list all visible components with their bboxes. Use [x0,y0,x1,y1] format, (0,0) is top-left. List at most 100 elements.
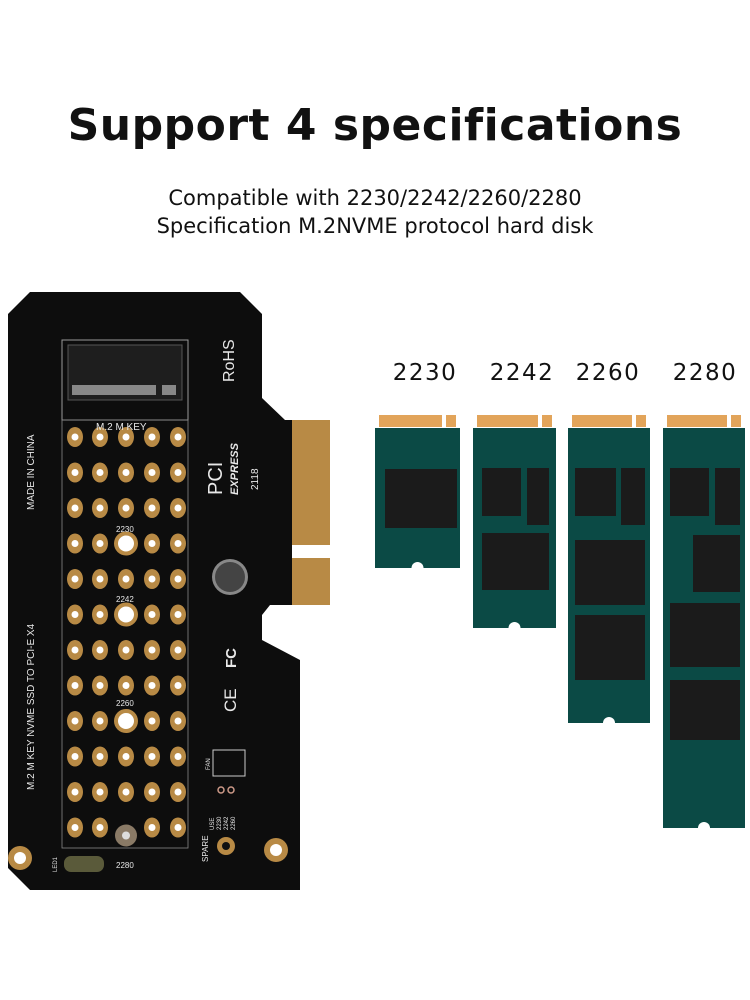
ssd-2260 [568,413,650,729]
pad-hole [96,575,104,583]
ssd-key-notch [442,413,446,431]
ssd-chip [575,615,645,680]
ssd-screw-notch [603,717,615,729]
pad-area-outline [61,419,189,849]
pad-hole [71,540,79,547]
pad-hole [174,611,182,618]
ssd-chip [575,468,616,516]
ssd-body [473,428,556,628]
pad-hole [71,717,79,725]
hole-label-2242: 2242 [116,595,134,604]
ce-mark: CE [221,688,240,712]
ssd-2230 [375,413,460,574]
pad-hole [71,469,79,476]
pad-hole [174,646,182,654]
ssd-2242 [473,413,556,634]
ssd-illustrations [375,413,745,834]
pad-hole [148,824,156,831]
ssd-chip [527,468,549,525]
spare-label: SPARE [201,835,210,862]
ssd-chip [482,468,521,516]
standoff-hole-center [118,713,134,729]
pad-hole [96,753,104,760]
spare-size-2242: 2242 [224,816,230,830]
pad-hole [71,646,79,654]
ssd-key-notch [632,413,636,431]
hole-label-2260: 2260 [116,699,134,708]
hole-label-2280: 2280 [116,861,134,870]
pad-hole [96,646,104,654]
size-label-2230: 2230 [392,360,458,386]
fan-header [212,749,246,777]
led [64,856,104,872]
product-name-text: M.2 M KEY NVME SSD TO PCI-E X4 [26,623,37,790]
size-label-2242: 2242 [489,360,555,386]
ssd-chip [670,468,709,516]
ssd-chip [385,469,457,528]
pad-hole [122,753,130,760]
date-code: 2118 [250,468,261,490]
ssd-contacts [379,415,456,427]
use-label: USE [210,818,216,830]
ssd-contacts [477,415,552,427]
pad-hole [148,540,156,547]
fan-pin-plus [227,786,235,794]
pad-hole [71,682,79,689]
key-label: M.2 M KEY [96,422,147,433]
fan-label: FAN [206,758,212,770]
ssd-screw-notch [411,562,424,574]
pad-hole [174,717,182,725]
pad-hole [148,788,156,796]
pad-hole [122,504,130,512]
pad-hole [174,575,182,583]
ssd-key-notch [538,413,542,431]
pad-hole [148,646,156,654]
fc-mark: FC [223,648,240,668]
standoff-screw-head [122,831,130,840]
ssd-chip [670,603,740,667]
pcie-adapter-board: M.2 M KEY MADE IN CHINA M.2 M KEY NVME S… [8,292,330,890]
pad-hole [122,682,130,689]
m2-slot-pins [72,385,156,395]
pad-hole [148,433,156,441]
m2-slot-pins-key [162,385,176,395]
page-title: Support 4 specifications [67,100,683,151]
pad-hole [71,788,79,796]
pad-hole [96,717,104,725]
pad-hole [71,753,79,760]
pci-logo: PCI [205,462,227,495]
ssd-key-notch [727,413,731,431]
pad-hole [174,682,182,689]
pad-hole [96,433,104,441]
pad-hole [96,824,104,831]
standoff-hole-center [118,535,134,552]
pad-hole [96,611,104,618]
pad-hole [148,469,156,476]
ssd-chip [715,468,740,525]
size-label-2280: 2280 [672,360,738,386]
pad-hole [71,433,79,441]
pad-hole [148,753,156,760]
pad-hole [71,611,79,618]
pad-hole [122,433,130,441]
spare-size-2230: 2230 [217,816,223,830]
fan-pin-minus [217,786,225,794]
express-logo: EXPRESS [229,442,241,495]
ssd-contacts [667,415,741,427]
pad-hole [71,504,79,512]
pad-hole [174,504,182,512]
pad-hole [96,682,104,689]
pad-hole [174,469,182,476]
pad-hole [122,788,130,796]
led-label: LED1 [53,856,59,872]
made-in-china-text: MADE IN CHINA [26,434,37,510]
ssd-screw-notch [698,822,710,834]
ssd-chip [621,468,645,525]
pad-hole [122,646,130,654]
standoff-hole-center [118,606,134,623]
pad-hole [96,469,104,476]
pad-hole [148,504,156,512]
ssd-2280 [663,413,745,834]
pcie-gold-fingers [292,420,330,605]
subtitle-line-1: Compatible with 2230/2242/2260/2280 [168,186,582,210]
